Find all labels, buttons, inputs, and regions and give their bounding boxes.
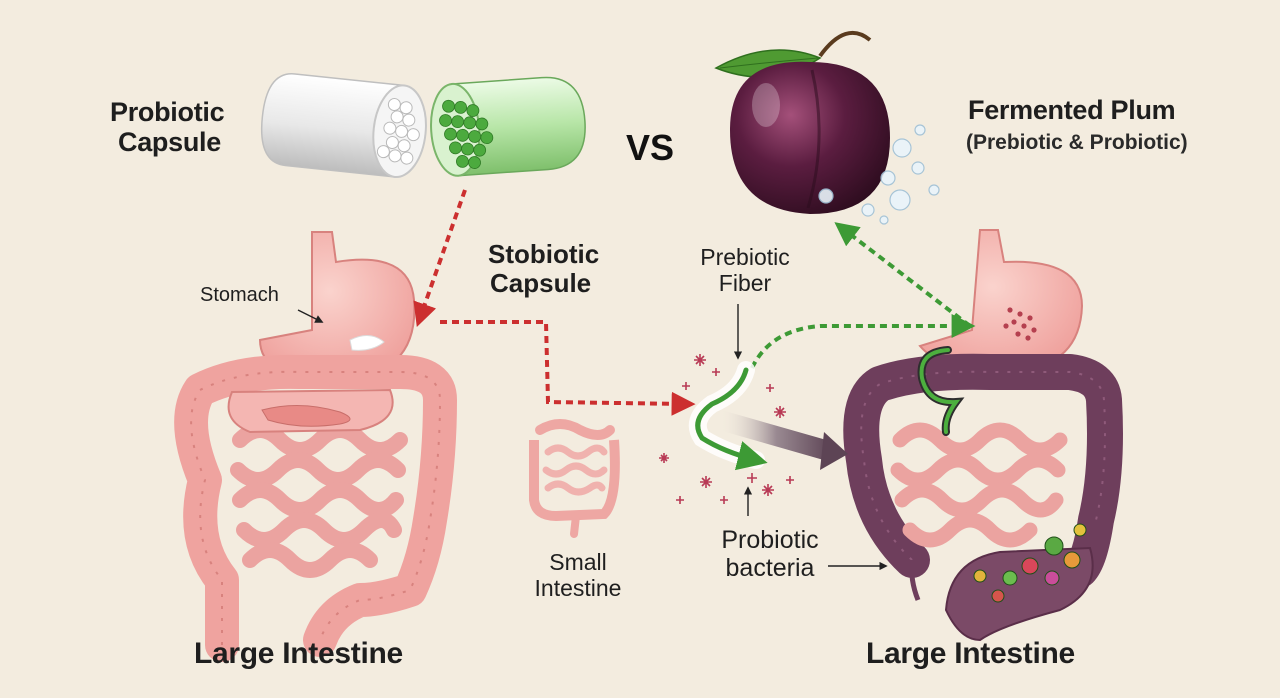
stobiotic-capsule-label: Stobiotic Capsule — [488, 239, 600, 299]
small-intestine-illustration — [529, 419, 620, 538]
small-intestine-label-line1: Small — [549, 549, 607, 575]
left-digestive-system — [174, 231, 457, 662]
right-large-intestine-label: Large Intestine — [866, 637, 1075, 670]
fermented-plum-label: Fermented Plum — [968, 95, 1176, 125]
left-large-intestine-label: Large Intestine — [194, 637, 403, 670]
probiotic-capsule-label-line1: Probiotic — [110, 97, 225, 127]
red-arrow-stomach-to-intestine — [440, 320, 696, 416]
vs-label: VS — [626, 127, 675, 168]
prebiotic-fiber-label: Prebiotic Fiber — [690, 244, 800, 297]
stomach-label: Stomach — [200, 284, 279, 306]
small-intestine-label-line2: Intestine — [534, 574, 622, 601]
prebiotic-fiber-label-line2: Fiber — [718, 269, 772, 296]
fermented-plum-sublabel: (Prebiotic & Probiotic) — [966, 131, 1188, 154]
probiotic-capsule-label: Probiotic Capsule — [110, 97, 225, 158]
stobiotic-capsule-label-line1: Stobiotic — [488, 239, 600, 269]
probiotic-capsule-illustration — [260, 73, 586, 179]
probiotic-bacteria-label-line2: bacteria — [725, 554, 815, 582]
stobiotic-capsule-label-line2: Capsule — [490, 268, 592, 299]
stomach-pointer — [297, 309, 324, 323]
small-intestine-label: Small Intestine — [514, 549, 642, 602]
fermented-plum-illustration — [714, 30, 940, 225]
prebiotic-fiber-flow — [688, 361, 848, 471]
capsule-pathway-arrows — [413, 189, 696, 416]
probiotic-bacteria-label: Probiotic bacteria — [708, 526, 832, 582]
probiotic-bacteria-label-line1: Probiotic — [721, 526, 819, 554]
right-digestive-system — [843, 229, 1123, 642]
prebiotic-fiber-label-line1: Prebiotic — [700, 244, 790, 270]
bacteria-sparkles — [659, 354, 794, 504]
label-pointers — [297, 304, 888, 571]
probiotic-capsule-label-line2: Capsule — [118, 127, 221, 158]
green-arrow-plum-to-stomach — [834, 222, 972, 328]
plum-pathway-arrows — [750, 222, 976, 369]
red-arrow-capsule-to-stomach — [413, 189, 467, 328]
